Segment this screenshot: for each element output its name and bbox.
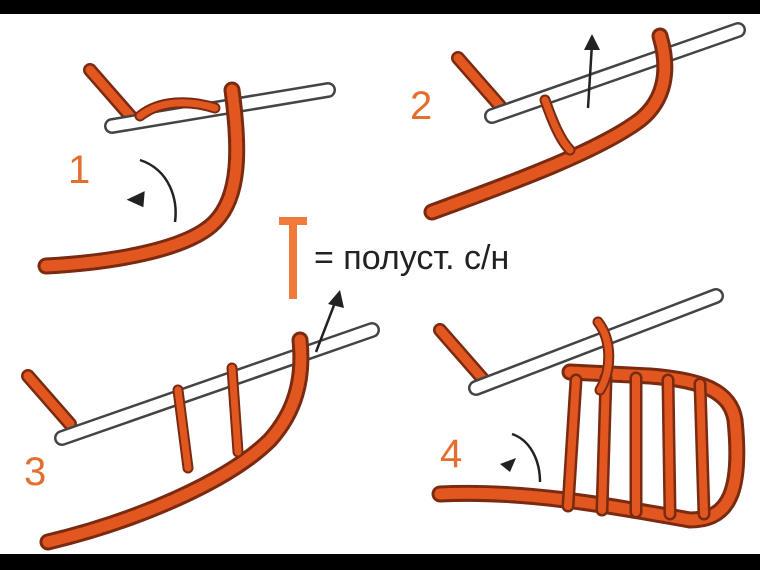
step-3-illustration <box>21 290 380 551</box>
half-double-crochet-symbol: T <box>279 217 307 299</box>
arrow-head-2 <box>584 34 600 50</box>
direction-arrow-4 <box>511 432 542 483</box>
step-number-2: 2 <box>410 84 433 128</box>
step-2-illustration <box>423 22 746 221</box>
direction-arrow-2 <box>586 43 594 109</box>
legend-text: = полуст. с/н <box>314 238 510 277</box>
step-1-illustration <box>37 63 336 275</box>
direction-arrow-3 <box>314 299 338 353</box>
step-number-4: 4 <box>440 432 463 476</box>
arrow-head-1 <box>126 191 145 208</box>
step-number-1: 1 <box>68 148 91 192</box>
stitch-legend: T = полуст. с/н <box>278 212 509 304</box>
arrow-head-4 <box>500 458 516 472</box>
direction-arrow-1 <box>139 158 177 223</box>
step-number-3: 3 <box>24 450 47 494</box>
arrow-head-3 <box>328 290 344 308</box>
step-4-illustration <box>431 288 746 529</box>
